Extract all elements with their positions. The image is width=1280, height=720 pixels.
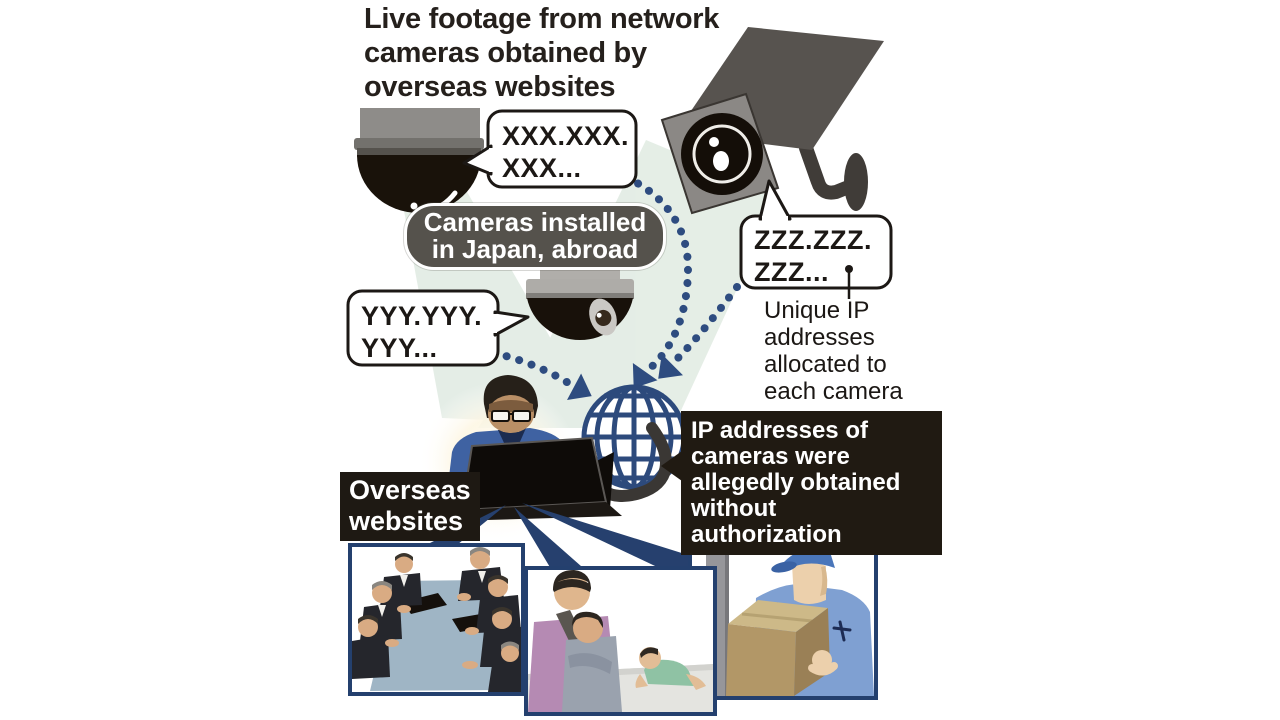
cameras-installed-label: Cameras installed in Japan, abroad xyxy=(404,203,666,270)
cameras-label-line1: Cameras installed xyxy=(423,207,647,237)
title-line1: Live footage from network xyxy=(364,3,720,35)
unique-ip-line2: addresses xyxy=(764,324,875,351)
ip-zzz-line2: ZZZ... xyxy=(754,257,829,287)
meeting-photo xyxy=(348,543,525,696)
speech-bubble-shapes xyxy=(346,109,893,367)
ip-bubble-xxx: XXX.XXX. XXX... xyxy=(502,120,629,184)
unique-ip-line4: each camera xyxy=(764,378,903,405)
unique-ip-leader-line xyxy=(845,265,853,299)
overseas-websites-label: Overseas websites xyxy=(340,472,480,541)
unique-ip-line1: Unique IP xyxy=(764,297,870,324)
title-line3: overseas websites xyxy=(364,71,616,103)
overseas-line2: websites xyxy=(349,506,464,536)
ip-yyy-line2: YYY... xyxy=(361,333,438,363)
laptop-icon xyxy=(442,436,622,521)
delivery-photo-art xyxy=(706,540,874,696)
family-photo-art xyxy=(528,570,713,712)
box-camera-icon xyxy=(660,27,884,215)
title-line2: cameras obtained by xyxy=(364,37,647,69)
ip-bubble-yyy: YYY.YYY. YYY... xyxy=(361,300,482,364)
ip-yyy-line1: YYY.YYY. xyxy=(361,301,483,331)
unique-ip-line3: allocated to xyxy=(764,351,887,378)
ip-xxx-line1: XXX.XXX. xyxy=(502,121,630,151)
callout-tail xyxy=(661,451,682,481)
callout-line3: allegedly obtained xyxy=(691,469,901,496)
ip-obtained-callout: IP addresses of cameras were allegedly o… xyxy=(661,411,942,555)
ip-zzz-line1: ZZZ.ZZZ. xyxy=(754,225,872,255)
callout-line2: cameras were xyxy=(691,443,850,470)
page-title: Live footage from network cameras obtain… xyxy=(364,2,804,104)
family-photo xyxy=(524,566,717,716)
ip-bubble-zzz: ZZZ.ZZZ. ZZZ... xyxy=(754,224,872,288)
delivery-photo xyxy=(688,536,878,700)
dotted-arrow-heads xyxy=(567,354,683,401)
callout-line1: IP addresses of xyxy=(691,417,868,444)
ip-xxx-line2: XXX... xyxy=(502,153,582,183)
cameras-label-line2: in Japan, abroad xyxy=(431,234,639,264)
callout-line4: without authorization xyxy=(691,495,842,548)
meeting-photo-art xyxy=(352,547,521,692)
overseas-line1: Overseas xyxy=(349,475,471,505)
unique-ip-note: Unique IP addresses allocated to each ca… xyxy=(764,297,934,405)
